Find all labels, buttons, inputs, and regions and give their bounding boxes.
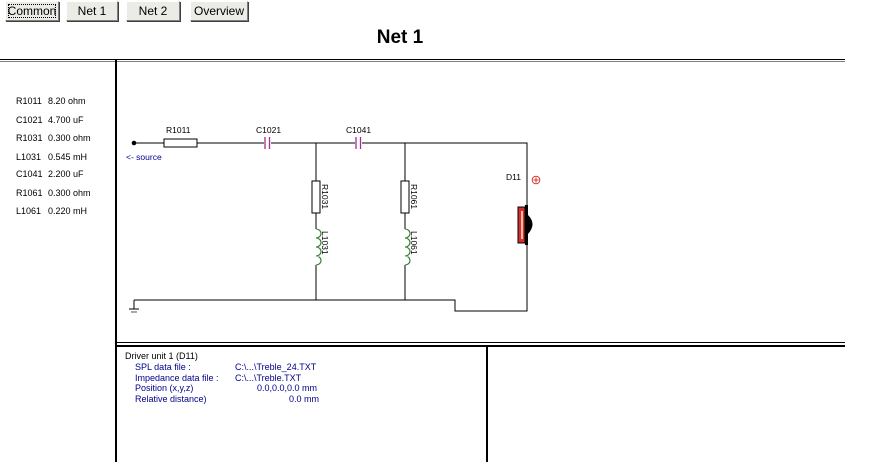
- label-r1061: R1061: [409, 184, 419, 209]
- driver-info-label: Position (x,y,z): [135, 383, 194, 393]
- tab-overview[interactable]: Overview: [190, 1, 248, 21]
- part-ref: C1041: [16, 169, 43, 179]
- capacitor-c1021: [264, 137, 271, 149]
- info-panel-divider: [486, 345, 488, 462]
- polarity-plus-icon: [531, 175, 541, 185]
- speaker-d11-icon: [517, 205, 533, 245]
- part-row: C1041 2.200 uF: [16, 169, 91, 188]
- part-row: C1021 4.700 uF: [16, 115, 91, 134]
- wire-bottom: [134, 244, 528, 312]
- part-row: R1061 0.300 ohm: [16, 188, 91, 207]
- driver-info-panel: Driver unit 1 (D11) SPL data file : C:\.…: [125, 351, 319, 405]
- part-row: L1031 0.545 mH: [16, 152, 91, 170]
- page-title: Net 1: [376, 27, 424, 48]
- left-panel-divider: [115, 59, 117, 462]
- parts-list: R1011 8.20 ohm C1021 4.700 uF R1031 0.300 o…: [16, 96, 91, 225]
- part-value: 0.300 ohm: [48, 133, 91, 143]
- driver-info-label: Impedance data file :: [135, 372, 219, 383]
- resistor-r1011: [163, 138, 198, 148]
- label-c1021: C1021: [256, 125, 281, 135]
- driver-info-value: C:\...\Treble_24.TXT: [235, 362, 317, 372]
- inductor-l1031: [315, 228, 322, 266]
- source-terminal: [131, 140, 137, 146]
- ground-icon: [129, 308, 139, 313]
- part-value: 0.545 mH: [48, 151, 88, 162]
- driver-info-row: Impedance data file : C:\...\Treble.TXT: [125, 373, 301, 384]
- part-ref: C1021: [16, 114, 43, 125]
- driver-info-value: 0.0,0.0,0.0 mm: [257, 383, 318, 393]
- driver-info-label: Relative distance): [135, 393, 207, 404]
- part-row: R1031 0.300 ohm: [16, 133, 91, 152]
- driver-info-row: Relative distance) 0.0 mm: [125, 394, 319, 405]
- part-value: 4.700 uF: [48, 114, 84, 125]
- part-ref: L1031: [16, 151, 42, 162]
- part-value: 2.200 uF: [48, 169, 84, 179]
- driver-info-row: SPL data file : C:\...\Treble_24.TXT: [125, 362, 316, 373]
- capacitor-c1041: [355, 137, 362, 149]
- wire-top: [134, 142, 528, 205]
- driver-info-row: Position (x,y,z) 0.0,0.0,0.0 mm: [125, 383, 317, 394]
- top-rule: [0, 59, 845, 60]
- label-d11: D11: [506, 172, 521, 182]
- part-ref: R1031: [16, 133, 43, 143]
- label-l1031: L1031: [320, 231, 330, 255]
- part-value: 0.300 ohm: [48, 187, 91, 198]
- label-r1011: R1011: [166, 125, 191, 135]
- label-l1061: L1061: [409, 231, 419, 255]
- resistor-r1061: [400, 180, 410, 214]
- part-ref: L1061: [16, 206, 42, 216]
- resistor-r1031: [311, 180, 321, 214]
- part-value: 8.20 ohm: [48, 96, 86, 106]
- schematic-bottom-rule: [115, 342, 845, 343]
- part-value: 0.220 mH: [48, 206, 88, 216]
- tab-net-1[interactable]: Net 1: [66, 1, 118, 21]
- part-ref: R1011: [16, 96, 42, 106]
- tab-common[interactable]: Common: [5, 1, 59, 21]
- driver-info-title: Driver unit 1 (D11): [125, 351, 198, 361]
- source-label: <- source: [126, 152, 162, 162]
- label-c1041: C1041: [346, 125, 371, 135]
- tab-net-2[interactable]: Net 2: [126, 1, 180, 21]
- part-row: L1061 0.220 mH: [16, 206, 91, 225]
- part-ref: R1061: [16, 187, 43, 198]
- driver-info-value: C:\...\Treble.TXT: [235, 372, 302, 383]
- driver-info-value: 0.0 mm: [289, 393, 320, 404]
- label-r1031: R1031: [320, 184, 330, 209]
- driver-info-label: SPL data file :: [135, 362, 191, 372]
- schematic-bottom-rule-2: [115, 345, 845, 347]
- inductor-l1061: [404, 228, 411, 266]
- part-row: R1011 8.20 ohm: [16, 96, 91, 115]
- top-rule-shadow: [0, 61, 845, 62]
